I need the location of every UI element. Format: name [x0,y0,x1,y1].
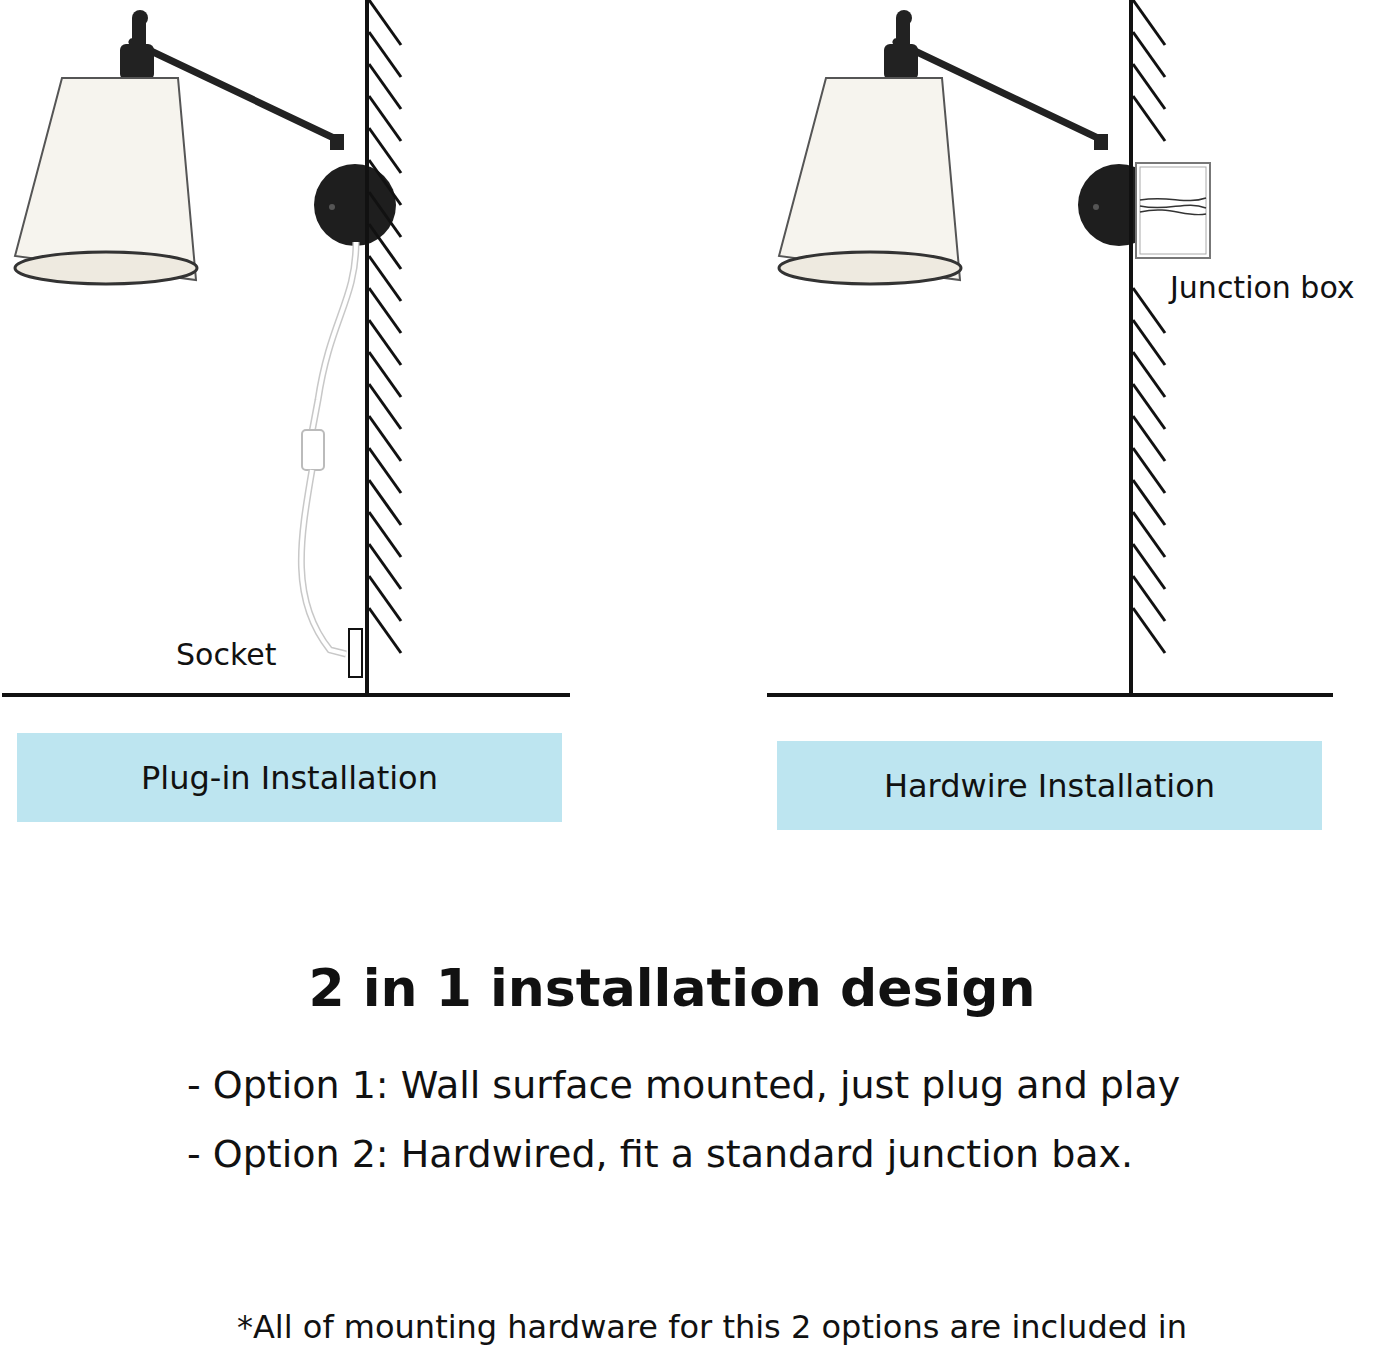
wall [2,0,570,696]
band-label: Hardwire Installation [884,767,1215,805]
wall-hatching [369,0,401,653]
installation-band: Hardwire Installation [777,741,1322,830]
footnote: *All of mounting hardware for this 2 opt… [237,1308,1187,1346]
power-cord [312,242,356,432]
hatch-line [1133,96,1165,141]
option-note: - Option 1: Wall surface mounted, just p… [187,1063,1180,1107]
wires [1140,198,1206,215]
wall-lamp [15,10,396,284]
part-label: Socket [176,637,276,672]
hatch-line [1133,608,1165,653]
wall-lamp [779,10,1160,284]
wall-socket [349,629,362,677]
option-note: - Option 2: Hardwired, fit a standard ju… [187,1132,1133,1176]
band-label: Plug-in Installation [141,759,438,797]
installation-band: Plug-in Installation [17,733,562,822]
heading: 2 in 1 installation design [308,958,1035,1018]
cord-switch [302,430,324,470]
wall [767,0,1333,696]
part-label: Junction box [1170,270,1355,305]
wall-hatching [1133,0,1165,653]
junction-box [1136,163,1210,258]
hatch-line [369,608,401,653]
